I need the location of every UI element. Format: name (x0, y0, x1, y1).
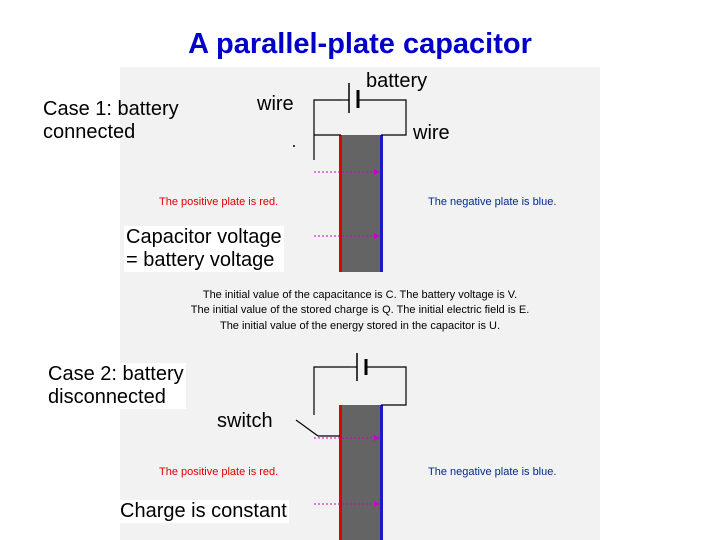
voltage-note-line1: Capacitor voltage (126, 226, 282, 248)
case2-label: Case 2: battery disconnected (46, 363, 186, 409)
case2-line1: Case 2: battery (48, 363, 184, 385)
voltage-note: Capacitor voltage = battery voltage (124, 226, 284, 272)
negative-plate-note-bottom: The negative plate is blue. (428, 466, 557, 478)
negative-plate-note-top: The negative plate is blue. (428, 196, 557, 208)
positive-plate-note-bottom: The positive plate is red. (159, 466, 279, 478)
dielectric-top (341, 135, 381, 272)
field-arrowheads-top (374, 169, 380, 239)
wire-label-right: wire (413, 122, 450, 144)
case1-line1: Case 1: battery (43, 98, 179, 120)
negative-plate-top (380, 135, 383, 272)
positive-plate-note-top: The positive plate is red. (159, 196, 279, 208)
battery-label: battery (366, 70, 428, 92)
field-arrowheads-bottom (374, 435, 380, 507)
positive-plate-top (339, 135, 342, 272)
initial-values-line2: The initial value of the stored charge i… (190, 304, 530, 316)
case1-label: Case 1: battery connected (43, 98, 179, 144)
open-switch (295, 419, 319, 437)
charge-note: Charge is constant (118, 500, 289, 523)
dielectric-bottom (341, 405, 381, 540)
case2-line2: disconnected (48, 386, 166, 408)
initial-values-line1: The initial value of the capacitance is … (202, 289, 518, 301)
top-circuit (293, 83, 407, 272)
wire-top-right (358, 99, 407, 136)
initial-values-line3: The initial value of the energy stored i… (219, 320, 501, 332)
negative-plate-bottom (380, 405, 383, 540)
wire-bottom-right (366, 366, 407, 406)
case1-line2: connected (43, 121, 136, 143)
wire-label-left: wire (257, 93, 294, 115)
page-title: A parallel-plate capacitor (188, 28, 532, 60)
dot-marker (293, 145, 295, 147)
voltage-note-line2: = battery voltage (126, 249, 275, 271)
positive-plate-bottom (339, 405, 342, 540)
wire-bottom-left (313, 366, 349, 415)
bottom-circuit (295, 353, 407, 540)
switch-label: switch (217, 410, 273, 432)
wire-top-left (313, 99, 341, 160)
